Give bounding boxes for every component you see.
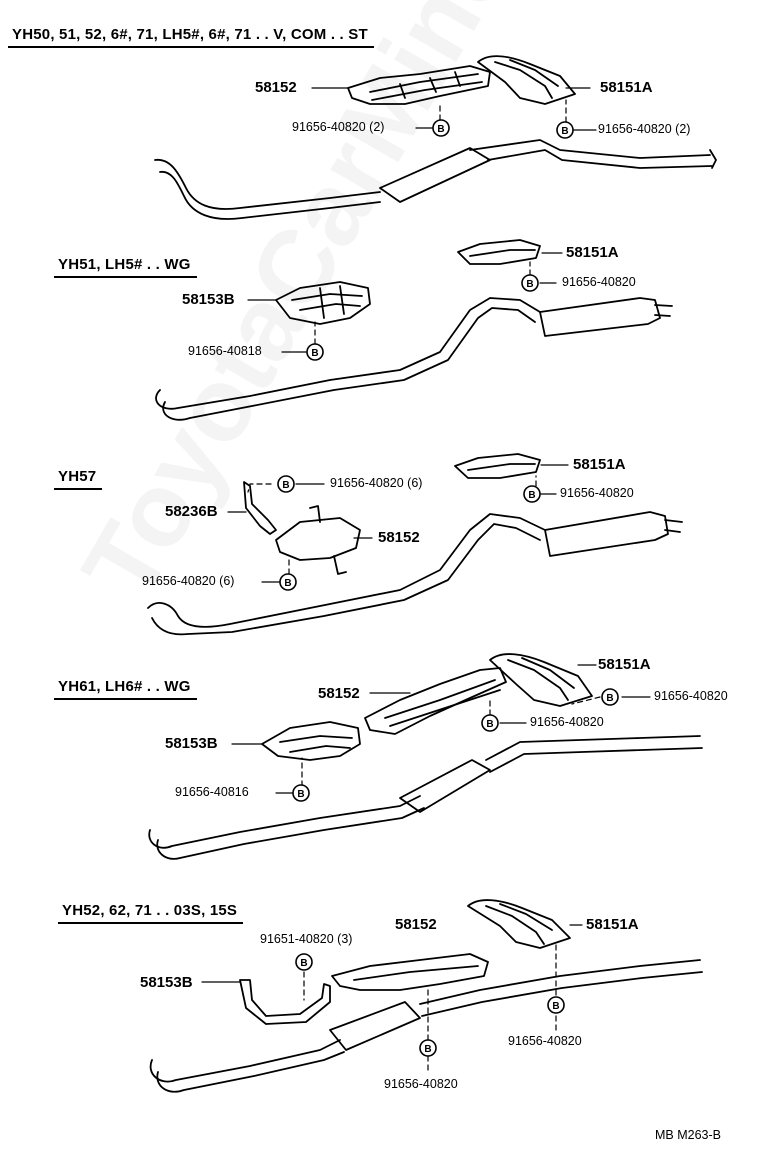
exhaust-pipe-1 [154,139,717,220]
bolt-marker-letter: B [297,789,304,800]
part-number-label: 58152 [395,916,437,933]
exhaust-pipe-2 [155,297,673,421]
fastener-number-label: 91656-40820 [560,486,634,500]
bolt-marker-letter: B [561,126,568,137]
part-number-label: 58152 [255,79,297,96]
part-number-label: 58153B [140,974,193,991]
heat-insulator-58151A-s5 [467,899,571,949]
bolt-marker-letter: B [311,348,318,359]
heat-insulator-58151A-s2 [457,239,541,265]
section-title-5: YH52, 62, 71 . . 03S, 15S [57,902,244,924]
heat-insulator-58153B-s2 [275,281,371,325]
heat-insulator-58152-s4 [364,667,507,735]
part-number-label: 58151A [573,456,626,473]
bolt-marker-letter: B [437,124,444,135]
section-title-3: YH57 [53,468,103,490]
part-number-label: 58236B [165,503,218,520]
fastener-number-label: 91656-40820 (2) [292,120,385,134]
heat-insulator-58153B-s4 [261,721,361,761]
part-number-label: 58151A [566,244,619,261]
part-number-label: 58151A [586,916,639,933]
heat-insulator-58151A-s1 [477,55,576,105]
bolt-marker-letter: B [282,480,289,491]
part-number-label: 58151A [598,656,651,673]
fastener-number-label: 91656-40818 [188,344,262,358]
part-number-label: 58152 [318,685,360,702]
heat-insulator-58152-s3 [275,505,361,575]
leader-lines [201,87,651,983]
heat-insulator-58151A-s4 [489,653,593,707]
fastener-number-label: 91656-40820 (2) [598,122,691,136]
fastener-number-label: 91651-40820 (3) [260,932,353,946]
bolt-marker-letter: B [606,693,613,704]
bolt-marker-letter: B [486,719,493,730]
bolt-marker-letter: B [284,578,291,589]
section-title-1: YH50, 51, 52, 6#, 71, LH5#, 6#, 71 . . V… [8,26,374,48]
diagram-reference-code: MB M263-B [655,1128,721,1142]
heat-insulator-58152-s1 [347,65,491,105]
bolt-marker-letter: B [300,958,307,969]
part-number-label: 58152 [378,529,420,546]
fastener-number-label: 91656-40820 [562,275,636,289]
fastener-number-label: 91656-40820 [384,1077,458,1091]
section-title-2: YH51, LH5# . . WG [54,256,197,278]
fastener-number-label: 91656-40820 [654,689,728,703]
fastener-number-label: 91656-40820 [530,715,604,729]
part-number-label: 58153B [165,735,218,752]
fastener-number-label: 91656-40820 (6) [330,476,423,490]
section-title-4: YH61, LH6# . . WG [54,678,197,700]
heat-insulator-58153B-s5 [239,979,331,1025]
bolt-marker-letter: B [526,279,533,290]
bolt-marker-letter: B [424,1044,431,1055]
heat-insulator-58151A-s3 [454,453,541,479]
fastener-number-label: 91656-40820 (6) [142,574,235,588]
part-number-label: 58151A [600,79,653,96]
bolt-marker-letter: B [528,490,535,501]
exhaust-pipe-4 [148,735,703,860]
exhaust-pipe-3 [147,511,683,636]
bolt-marker-letter: B [552,1001,559,1012]
exhaust-pipe-5 [149,959,703,1093]
part-number-label: 58153B [182,291,235,308]
fastener-number-label: 91656-40820 [508,1034,582,1048]
fastener-number-label: 91656-40816 [175,785,249,799]
bracket-58236B-s3 [243,481,277,535]
heat-insulator-58152-s5 [331,953,489,991]
dashed-connectors [247,99,601,1075]
